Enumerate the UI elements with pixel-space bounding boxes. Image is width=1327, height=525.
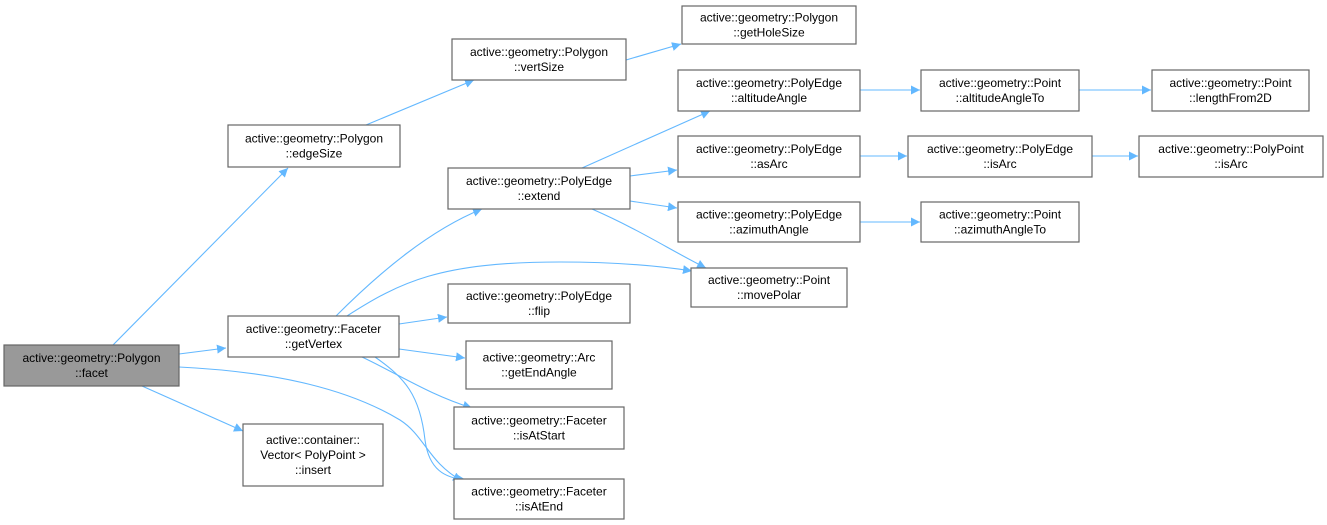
node-box [1138,135,1324,178]
node-extend[interactable]: active::geometry::PolyEdge::extend [447,167,631,210]
node-label-line: active::geometry::Faceter [471,485,606,499]
edge-extend-to-movePolar [591,208,707,269]
node-label-line: ::altitudeAngleTo [956,91,1045,105]
node-box [677,69,861,112]
node-box [451,38,627,81]
node-label-line: active::geometry::PolyPoint [1158,142,1304,156]
edge-getVertex-to-flip [398,313,448,325]
edge-getVertex-to-isAtStart [361,356,473,410]
node-label-line: active::geometry::Polygon [22,351,160,365]
node-label-line: ::isAtEnd [515,500,563,514]
node-box [677,135,861,178]
node-polyEdgeIsArc[interactable]: active::geometry::PolyEdge::isArc [907,135,1093,178]
node-label-line: ::flip [528,304,550,318]
edge-getVertex-to-isAtEnd [374,356,467,484]
node-label-line: ::edgeSize [286,147,343,161]
node-azimuthAngleTo[interactable]: active::geometry::Point::azimuthAngleTo [920,201,1080,243]
node-label-line: ::extend [518,189,561,203]
edge-vertSize-to-getHoleSize [625,42,682,61]
node-isAtEnd[interactable]: active::geometry::Faceter::isAtEnd [453,478,625,520]
edge-facet-to-isAtEnd [178,366,463,482]
node-isAtStart[interactable]: active::geometry::Faceter::isAtStart [453,406,625,450]
node-label-line: active::geometry::PolyEdge [696,142,842,156]
node-lengthFrom2D[interactable]: active::geometry::Point::lengthFrom2D [1151,69,1310,112]
node-label-line: active::geometry::Point [939,208,1062,222]
node-label-line: ::azimuthAngle [729,223,809,237]
node-label-line: ::altitudeAngle [731,91,807,105]
node-label-line: active::geometry::PolyEdge [696,208,842,222]
node-label-line: ::isAtStart [513,429,566,443]
node-label-line: active::geometry::Faceter [471,414,606,428]
node-label-line: ::getEndAngle [501,366,577,380]
node-label-line: active::geometry::Point [939,76,1062,90]
node-label-line: ::getHoleSize [733,26,805,40]
node-label-line: ::lengthFrom2D [1189,91,1272,105]
node-asArc[interactable]: active::geometry::PolyEdge::asArc [677,135,861,178]
node-box [681,5,857,45]
edge-getVertex-to-movePolar [346,261,693,317]
node-azimuthAngle[interactable]: active::geometry::PolyEdge::azimuthAngle [677,201,861,243]
node-label-line: active::geometry::PolyEdge [466,174,612,188]
node-box [227,315,400,358]
node-label-line: ::azimuthAngleTo [954,223,1046,237]
node-box [447,167,631,210]
edge-facet-to-getVertex [178,344,227,355]
node-getHoleSize[interactable]: active::geometry::Polygon::getHoleSize [681,5,857,45]
edges [112,42,1151,484]
node-facet[interactable]: active::geometry::Polygon::facet [3,344,180,387]
node-box [690,267,848,308]
node-flip[interactable]: active::geometry::PolyEdge::flip [447,283,631,324]
node-box [242,423,384,487]
node-box [3,344,180,387]
node-label-line: ::movePolar [737,288,801,302]
node-vertSize[interactable]: active::geometry::Polygon::vertSize [451,38,627,81]
node-box [920,201,1080,243]
edge-getVertex-to-extend [335,208,483,317]
node-label-line: ::isArc [1214,157,1247,171]
node-label-line: active::geometry::Arc [483,351,596,365]
node-box [453,406,625,450]
node-label-line: ::getVertex [285,337,342,351]
node-label-line: ::facet [75,366,108,380]
node-label-line: active::container:: [266,433,360,447]
node-altitudeAngle[interactable]: active::geometry::PolyEdge::altitudeAngl… [677,69,861,112]
node-box [907,135,1093,178]
node-edgeSize[interactable]: active::geometry::Polygon::edgeSize [227,124,401,168]
node-box [677,201,861,243]
nodes: active::geometry::Polygon::facetactive::… [3,5,1324,520]
node-label-line: active::geometry::PolyEdge [466,289,612,303]
node-label-line: active::geometry::Polygon [470,45,608,59]
edge-edgeSize-to-vertSize [365,79,475,126]
node-label-line: ::asArc [750,157,787,171]
node-getEndAngle[interactable]: active::geometry::Arc::getEndAngle [465,340,613,390]
node-box [465,340,613,390]
edge-extend-to-altitudeAngle [581,110,711,169]
node-label-line: ::insert [295,463,332,477]
node-box [453,478,625,520]
edge-extend-to-asArc [629,166,678,177]
node-label-line: active::geometry::Point [1169,76,1292,90]
node-label-line: Vector< PolyPoint > [260,448,365,462]
node-label-line: active::geometry::Faceter [246,322,381,336]
node-movePolar[interactable]: active::geometry::Point::movePolar [690,267,848,308]
node-label-line: active::geometry::Point [708,273,831,287]
node-label-line: active::geometry::PolyEdge [696,76,842,90]
node-label-line: active::geometry::Polygon [245,132,383,146]
node-box [227,124,401,168]
node-polyPointIsArc[interactable]: active::geometry::PolyPoint::isArc [1138,135,1324,178]
node-box [447,283,631,324]
edge-extend-to-azimuthAngle [629,200,678,212]
node-label-line: ::vertSize [514,60,564,74]
node-label-line: active::geometry::PolyEdge [927,142,1073,156]
node-getVertex[interactable]: active::geometry::Faceter::getVertex [227,315,400,358]
edge-facet-to-insert [141,385,244,432]
edge-getVertex-to-getEndAngle [398,348,466,362]
node-insert[interactable]: active::container::Vector< PolyPoint >::… [242,423,384,487]
node-box [920,69,1080,112]
edge-facet-to-edgeSize [112,167,289,346]
node-altitudeAngleTo[interactable]: active::geometry::Point::altitudeAngleTo [920,69,1080,112]
node-label-line: ::isArc [983,157,1016,171]
node-label-line: active::geometry::Polygon [700,11,838,25]
node-box [1151,69,1310,112]
